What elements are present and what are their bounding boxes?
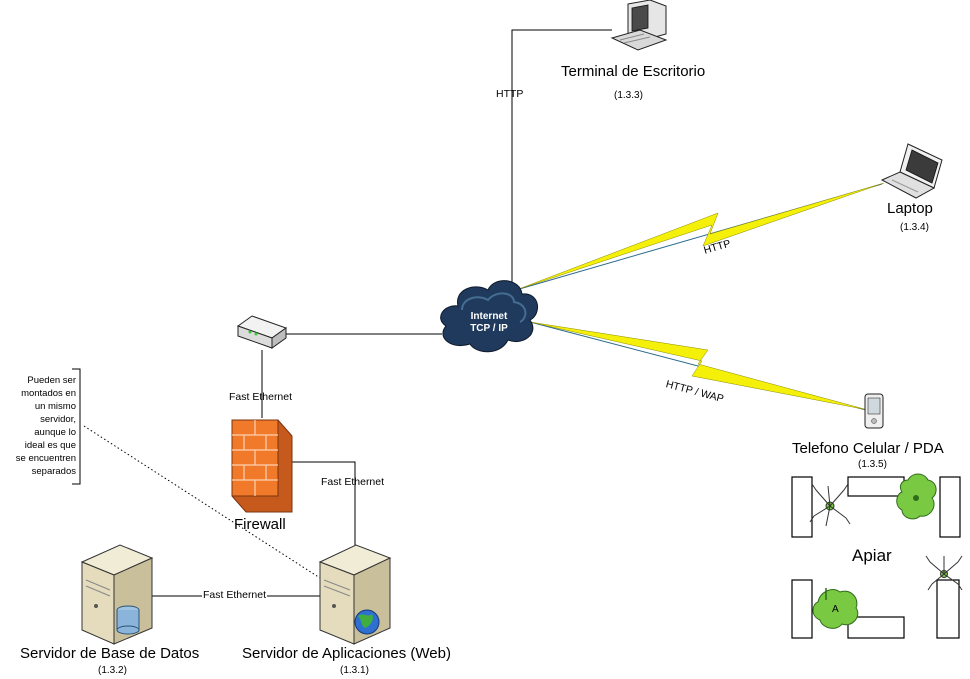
db-server-code: (1.3.2): [98, 665, 127, 676]
floor-plan-block-bottom: [847, 616, 905, 639]
internet-cloud-icon: [440, 280, 538, 353]
floor-plan-title: Apiar: [852, 546, 892, 565]
link-label-desktop-http: HTTP: [496, 88, 524, 100]
floor-plan-block-left-bottom: [791, 579, 813, 639]
note-bracket: [72, 368, 81, 485]
firewall-icon: [231, 419, 293, 513]
link-label-db-app: Fast Ethernet: [202, 589, 268, 601]
link-note-app: [83, 425, 321, 579]
desktop-terminal-code: (1.3.3): [614, 90, 643, 101]
internet-cloud-label: Internet TCP / IP: [467, 311, 511, 335]
phone-pda-icon: [864, 393, 884, 429]
database-server-icon: [80, 544, 154, 645]
app-server-code: (1.3.1): [340, 665, 369, 676]
laptop-code: (1.3.4): [900, 222, 929, 233]
desktop-computer-icon: [610, 0, 668, 51]
floor-plan-block-top: [847, 476, 905, 497]
floor-plan-block-right-bottom: [936, 579, 960, 639]
server-note-text: Pueden ser montados en un mismo servidor…: [15, 375, 76, 477]
link-desktop-internet: [511, 29, 612, 288]
firewall-label: Firewall: [234, 516, 286, 533]
tree-a-icon: [812, 588, 859, 629]
app-server-label: Servidor de Aplicaciones (Web): [242, 645, 451, 662]
floor-plan: [791, 476, 961, 639]
link-label-firewall-app: Fast Ethernet: [321, 476, 385, 488]
application-server-icon: [318, 544, 392, 645]
phone-pda-label: Telefono Celular / PDA: [792, 440, 944, 457]
link-label-router-firewall: Fast Ethernet: [229, 391, 293, 403]
internet-label-line2: TCP / IP: [470, 323, 508, 334]
tree-letter-label: A: [832, 604, 839, 615]
phone-pda-code: (1.3.5): [858, 459, 887, 470]
plant-sketch-top-left-icon: [809, 483, 851, 527]
plant-bush-top-right-icon: [896, 473, 937, 520]
floor-plan-block-right-top: [939, 476, 961, 538]
internet-label-line1: Internet: [470, 311, 508, 322]
laptop-icon: [880, 143, 943, 199]
db-server-label: Servidor de Base de Datos: [20, 645, 200, 662]
link-firewall-app: [292, 461, 356, 548]
floor-plan-block-left-top: [791, 476, 813, 538]
plant-sketch-right-icon: [925, 555, 963, 591]
laptop-label: Laptop: [887, 200, 933, 217]
desktop-terminal-label: Terminal de Escritorio: [561, 63, 706, 80]
lightning-bolt-laptop: [515, 182, 885, 291]
router-icon: [236, 315, 288, 349]
